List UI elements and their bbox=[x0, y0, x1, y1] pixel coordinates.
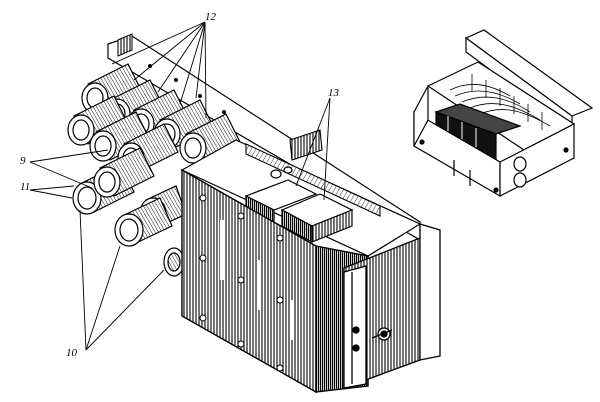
side-bracket bbox=[343, 223, 441, 389]
leader-lines bbox=[29, 21, 331, 351]
plate-screws bbox=[148, 64, 226, 114]
reference-labels: 12 13 9 11 10 bbox=[20, 11, 340, 359]
label-9: 9 bbox=[20, 155, 26, 167]
label-11: 11 bbox=[20, 181, 30, 193]
cylinder bbox=[93, 147, 155, 198]
wall-highlights bbox=[220, 220, 293, 340]
cylinder bbox=[163, 247, 185, 277]
inner-blocks bbox=[244, 166, 354, 243]
label-10: 10 bbox=[66, 347, 78, 359]
cylinder bbox=[114, 197, 173, 247]
cylinder bbox=[179, 113, 241, 164]
main-unit bbox=[29, 21, 441, 394]
box-rivets bbox=[199, 194, 284, 372]
label-12: 12 bbox=[205, 11, 217, 23]
label-13: 13 bbox=[328, 87, 340, 99]
wiring bbox=[449, 74, 551, 130]
cylinder bbox=[89, 111, 151, 162]
cylinder-array bbox=[67, 63, 241, 277]
cylinder bbox=[67, 95, 129, 146]
inner-compartment bbox=[245, 129, 381, 217]
open-box-detail bbox=[413, 29, 594, 198]
